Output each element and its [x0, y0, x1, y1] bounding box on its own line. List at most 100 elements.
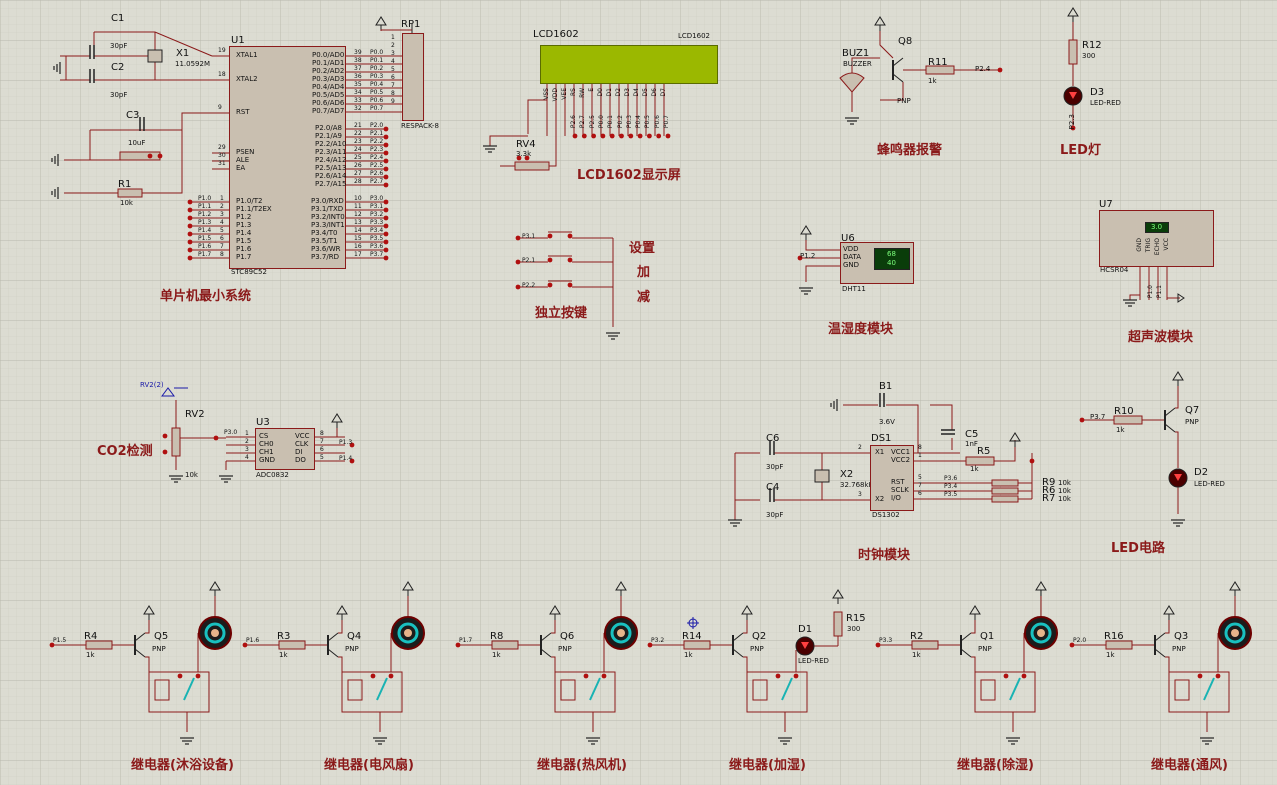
pin-dot	[875, 642, 881, 648]
p3-num: 11	[354, 203, 362, 210]
adc-net: P1.3	[339, 439, 353, 446]
r10-value: 1k	[1116, 426, 1125, 434]
pin-dot	[147, 153, 153, 159]
p3-num: 17	[354, 251, 362, 258]
relay-transistor-ref: Q5	[154, 631, 169, 642]
adc-pin-num: 5	[320, 454, 324, 461]
mcu-chip[interactable]	[229, 46, 346, 269]
wire	[879, 31, 894, 59]
relay-transistor-icon	[732, 632, 744, 642]
pin-dot	[157, 153, 163, 159]
pin-dot	[383, 158, 389, 164]
p1-name: P1.5	[236, 237, 252, 245]
relay-resistor-ref: R3	[277, 631, 291, 642]
pin-dot	[195, 673, 201, 679]
dht-pin-name: DATA	[843, 253, 862, 261]
adc0832-chip[interactable]	[255, 428, 315, 470]
p3-num: 12	[354, 211, 362, 218]
pin-dot	[383, 134, 389, 140]
x2-crystal-icon	[814, 469, 830, 483]
p3-name: P3.6/WR	[311, 245, 341, 253]
p0-name: P0.1/AD1	[312, 59, 345, 67]
wire	[805, 240, 815, 251]
pin-dot	[515, 284, 521, 290]
mcu-pin-num: 29	[218, 144, 226, 151]
section-ledcircuit: LED电路	[1111, 541, 1165, 556]
dht-display-hum: 40	[887, 259, 896, 267]
relay-resistor	[85, 640, 113, 650]
wire	[380, 29, 412, 31]
p1-name: P1.7	[236, 253, 252, 261]
mcu-pin-num: 9	[218, 104, 222, 111]
r12-label: R12	[1082, 40, 1102, 51]
relay-transistor-icon	[327, 632, 339, 642]
p2-name: P2.6/A14	[315, 172, 347, 180]
ds1-ref: DS1	[871, 433, 892, 444]
p2-net: P2.2	[370, 138, 384, 145]
p3-net: P3.0	[370, 195, 384, 202]
p2-num: 22	[354, 130, 362, 137]
p1-name: P1.4	[236, 229, 252, 237]
p1-num: 3	[220, 211, 224, 218]
dht-pin-name: VDD	[843, 245, 859, 253]
relay-transistor-icon	[732, 648, 744, 658]
relay-transistor-type: PNP	[345, 645, 359, 653]
relay-contact-icon	[183, 677, 195, 701]
power-arrow-icon	[402, 581, 414, 591]
pin-dot	[567, 233, 573, 239]
c2-label: C2	[111, 62, 125, 73]
buz-net: P2.4	[975, 65, 991, 73]
power-arrow-icon	[1035, 581, 1047, 591]
ds-pin-name: X1	[875, 448, 885, 456]
relay-coil-icon	[560, 679, 576, 701]
c5-label: C5	[965, 429, 979, 440]
c2-value: 30pF	[110, 91, 128, 99]
u7-ref: U7	[1099, 199, 1113, 210]
p0-name: P0.6/AD6	[312, 99, 345, 107]
hcsr04-pin: TRIG	[1145, 238, 1152, 253]
pin-dot	[383, 126, 389, 132]
pin-dot	[383, 223, 389, 229]
rp1-pack[interactable]	[402, 33, 424, 121]
lcd-pin-name: D6	[651, 88, 658, 97]
section-keys: 独立按键	[535, 306, 588, 321]
adc-pin-name: CLK	[295, 440, 309, 448]
rp1-pin-num: 6	[391, 74, 395, 81]
lcd-pin-name: D0	[597, 88, 604, 97]
relay-coil-icon	[347, 679, 363, 701]
p1-name: P1.1/T2EX	[236, 205, 272, 213]
pin-dot	[797, 255, 803, 261]
p2-name: P2.3/A11	[315, 148, 347, 156]
ds-pin-name: I/O	[891, 494, 901, 502]
lcd-screen[interactable]	[540, 45, 718, 84]
lcd-pin-name: D5	[642, 88, 649, 97]
ds-pin-name: VCC1	[891, 448, 911, 456]
lcd-pin-name: RW	[579, 88, 586, 98]
pin-dot	[665, 133, 671, 139]
power-arrow-icon	[375, 16, 387, 26]
pin-dot	[567, 257, 573, 263]
dht-net: P1.2	[800, 252, 816, 260]
p0-net: P0.2	[370, 65, 384, 72]
c6-label: C6	[766, 433, 780, 444]
adc-net: P3.0	[224, 429, 238, 436]
power-arrow-icon	[874, 16, 886, 26]
hcsr04-body[interactable]	[1099, 210, 1214, 267]
p1-net: P1.0	[198, 195, 212, 202]
pin-dot	[547, 257, 553, 263]
pin-dot	[1003, 673, 1009, 679]
ds-pin-num: 8	[918, 444, 922, 451]
r12-resistor	[1068, 39, 1078, 65]
d3-led-icon	[1069, 92, 1077, 99]
lcd-pin-name: D3	[624, 88, 631, 97]
adc-pin-num: 6	[320, 446, 324, 453]
pin-dot	[162, 433, 168, 439]
adc-pin-num: 7	[320, 438, 324, 445]
relay-coil-icon	[1174, 679, 1190, 701]
adc-pin-name: DI	[295, 448, 303, 456]
relay-transistor-icon	[1154, 632, 1166, 642]
ds1302-chip[interactable]	[870, 445, 914, 511]
p2-net: P2.3	[370, 146, 384, 153]
lcd-pin-name: VEE	[561, 88, 568, 100]
